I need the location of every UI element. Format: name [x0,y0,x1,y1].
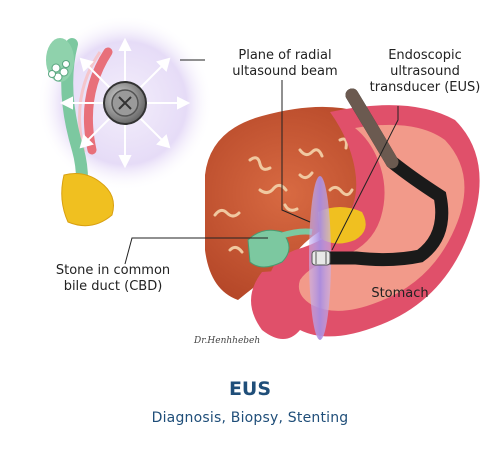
label-stone: Stone in common bile duct (CBD) [48,263,178,295]
label-beam-plane: Plane of radial ultasound beam [215,48,355,80]
label-beam-plane-line-2: ultasound beam [232,64,338,79]
duodenum [251,270,302,339]
label-stomach: Stomach [371,286,429,301]
label-transducer-line-3: transducer (EUS) [369,80,481,95]
stone-cluster [48,60,70,82]
artist-signature: Dr.Henhhebeh [194,336,261,346]
eus-transducer-tip [311,250,331,266]
page-subtitle: Diagnosis, Biopsy, Stenting [151,410,349,426]
label-stone-line-2: bile duct (CBD) [63,279,163,294]
hepatic-ducts [213,137,374,254]
gallbladder-main [247,229,290,268]
gallbladder [61,173,114,227]
label-transducer-line-1: Endoscopic [388,48,462,63]
label-stone-line-1: Stone in common [55,263,171,278]
label-transducer-line-2: ultrasound [390,64,460,79]
crosshair-icon [118,96,132,110]
inset-radial-view [37,15,213,227]
anatomy-main [205,88,480,340]
label-beam-plane-line-1: Plane of radial [238,48,332,63]
label-transducer: Endoscopic ultrasound transducer (EUS) [365,48,485,96]
page-title: EUS [228,378,272,400]
leader-lines [124,59,399,265]
